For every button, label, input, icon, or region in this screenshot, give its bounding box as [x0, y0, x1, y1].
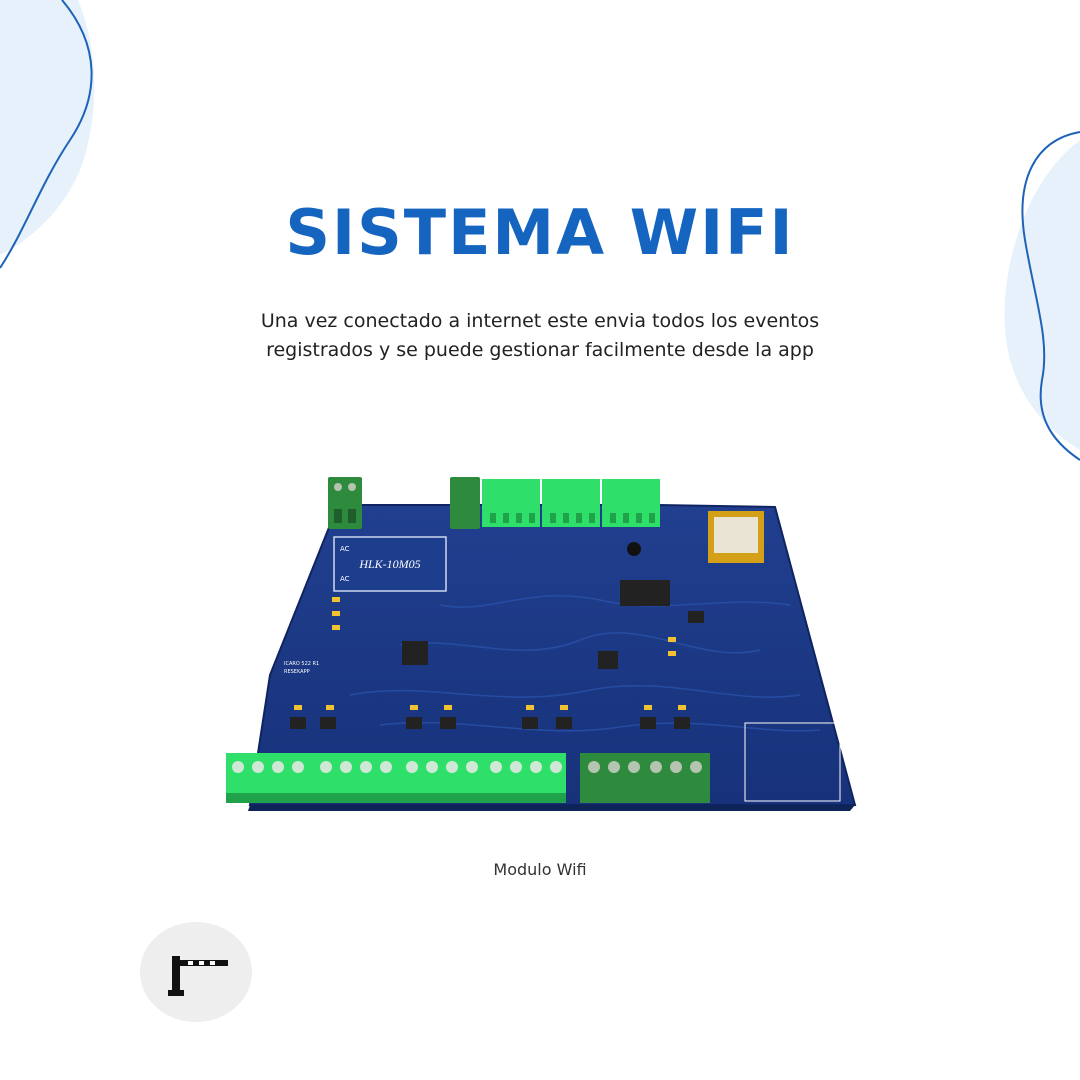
pcb-board-image: HLK-10M05 AC AC ICARO 522 R1 RESEKAPP: [226, 477, 857, 811]
left-wave-line: [0, 0, 93, 269]
power-module: HLK-10M05 AC AC: [333, 536, 447, 592]
brand-label-line1: ICARO 522 R1: [284, 661, 319, 667]
led-row: [294, 597, 686, 710]
board-edge: [248, 805, 855, 811]
brand-label-line2: RESEKAPP: [284, 669, 310, 675]
right-wave-line: [1021, 131, 1080, 461]
image-caption: Modulo Wifi: [493, 860, 587, 879]
barrier-gate-icon: [168, 956, 228, 996]
transistor-row: [290, 717, 690, 729]
ac-label-bottom: AC: [340, 575, 350, 583]
terminal-block-top: [450, 477, 660, 529]
logo-badge: [140, 922, 252, 1022]
wifi-module: [708, 511, 764, 563]
ic-chips: [402, 542, 704, 669]
terminal-block-top-left: [328, 477, 362, 529]
power-module-label: HLK-10M05: [358, 557, 420, 571]
right-blob-shape: [1004, 140, 1080, 450]
page-title: SISTEMA WIFI: [285, 196, 795, 269]
terminal-block-bottom-dark: [580, 753, 710, 803]
terminal-block-bottom: [226, 753, 566, 803]
sd-card-slot: [744, 722, 841, 802]
left-blob-shape: [0, 0, 95, 255]
circuit-traces: [349, 594, 821, 732]
page-description: Una vez conectado a internet este envia …: [260, 310, 820, 361]
ac-label-top: AC: [340, 545, 350, 553]
